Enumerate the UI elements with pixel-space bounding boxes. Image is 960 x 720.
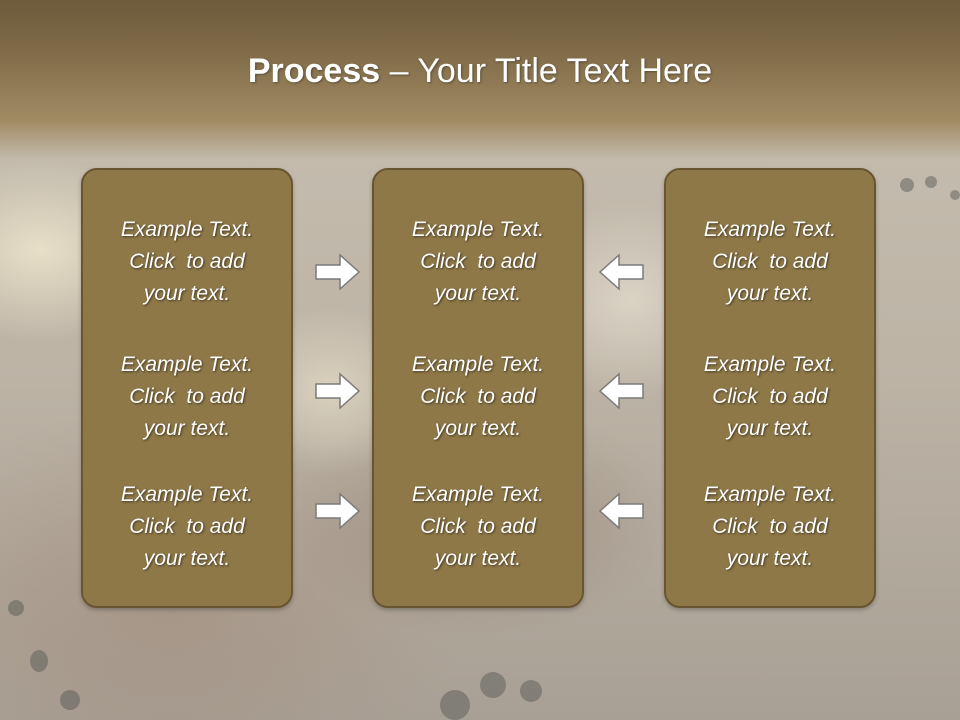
background-dot	[60, 690, 80, 710]
text-placeholder[interactable]: Example Text. Click to add your text.	[83, 479, 291, 575]
text-line: Click to add	[712, 515, 828, 538]
background-dot	[950, 190, 960, 200]
text-line: Example Text.	[411, 353, 545, 376]
text-line: Example Text.	[411, 218, 545, 241]
text-line: your text.	[434, 282, 522, 305]
text-line: Example Text.	[120, 218, 254, 241]
background-dot	[440, 690, 470, 720]
slide-title[interactable]: Process – Your Title Text Here	[0, 52, 960, 91]
text-line: Click to add	[712, 385, 828, 408]
text-line: Example Text.	[703, 483, 837, 506]
background-dot	[480, 672, 506, 698]
text-line: your text.	[434, 417, 522, 440]
title-bar	[0, 0, 960, 160]
background-dot	[925, 176, 937, 188]
text-line: your text.	[726, 547, 814, 570]
text-line: Click to add	[420, 250, 536, 273]
arrow-right-icon	[315, 253, 361, 291]
text-placeholder[interactable]: Example Text. Click to add your text.	[666, 214, 874, 310]
text-placeholder[interactable]: Example Text. Click to add your text.	[666, 479, 874, 575]
title-rest: – Your Title Text Here	[380, 52, 713, 90]
text-line: your text.	[143, 547, 231, 570]
text-line: Example Text.	[703, 353, 837, 376]
arrow-right-icon	[315, 492, 361, 530]
arrow-left-icon	[598, 372, 644, 410]
text-placeholder[interactable]: Example Text. Click to add your text.	[374, 349, 582, 445]
arrow-left-icon	[598, 492, 644, 530]
text-line: Example Text.	[703, 218, 837, 241]
text-line: your text.	[434, 547, 522, 570]
text-line: your text.	[726, 282, 814, 305]
text-line: your text.	[143, 282, 231, 305]
text-line: Click to add	[420, 385, 536, 408]
text-placeholder[interactable]: Example Text. Click to add your text.	[666, 349, 874, 445]
text-placeholder[interactable]: Example Text. Click to add your text.	[374, 479, 582, 575]
text-line: Example Text.	[411, 483, 545, 506]
background-dot	[30, 650, 48, 672]
text-placeholder[interactable]: Example Text. Click to add your text.	[83, 349, 291, 445]
text-placeholder[interactable]: Example Text. Click to add your text.	[374, 214, 582, 310]
text-placeholder[interactable]: Example Text. Click to add your text.	[83, 214, 291, 310]
text-line: Click to add	[712, 250, 828, 273]
background-dot	[520, 680, 542, 702]
background-dot	[900, 178, 914, 192]
text-line: Click to add	[129, 250, 245, 273]
background-dot	[8, 600, 24, 616]
arrow-right-icon	[315, 372, 361, 410]
title-bold: Process	[247, 52, 381, 90]
text-line: your text.	[726, 417, 814, 440]
text-line: Click to add	[420, 515, 536, 538]
process-box-center[interactable]: Example Text. Click to add your text. Ex…	[372, 168, 584, 608]
text-line: Example Text.	[120, 483, 254, 506]
text-line: your text.	[143, 417, 231, 440]
arrow-left-icon	[598, 253, 644, 291]
text-line: Click to add	[129, 515, 245, 538]
text-line: Click to add	[129, 385, 245, 408]
text-line: Example Text.	[120, 353, 254, 376]
process-box-left[interactable]: Example Text. Click to add your text. Ex…	[81, 168, 293, 608]
process-box-right[interactable]: Example Text. Click to add your text. Ex…	[664, 168, 876, 608]
